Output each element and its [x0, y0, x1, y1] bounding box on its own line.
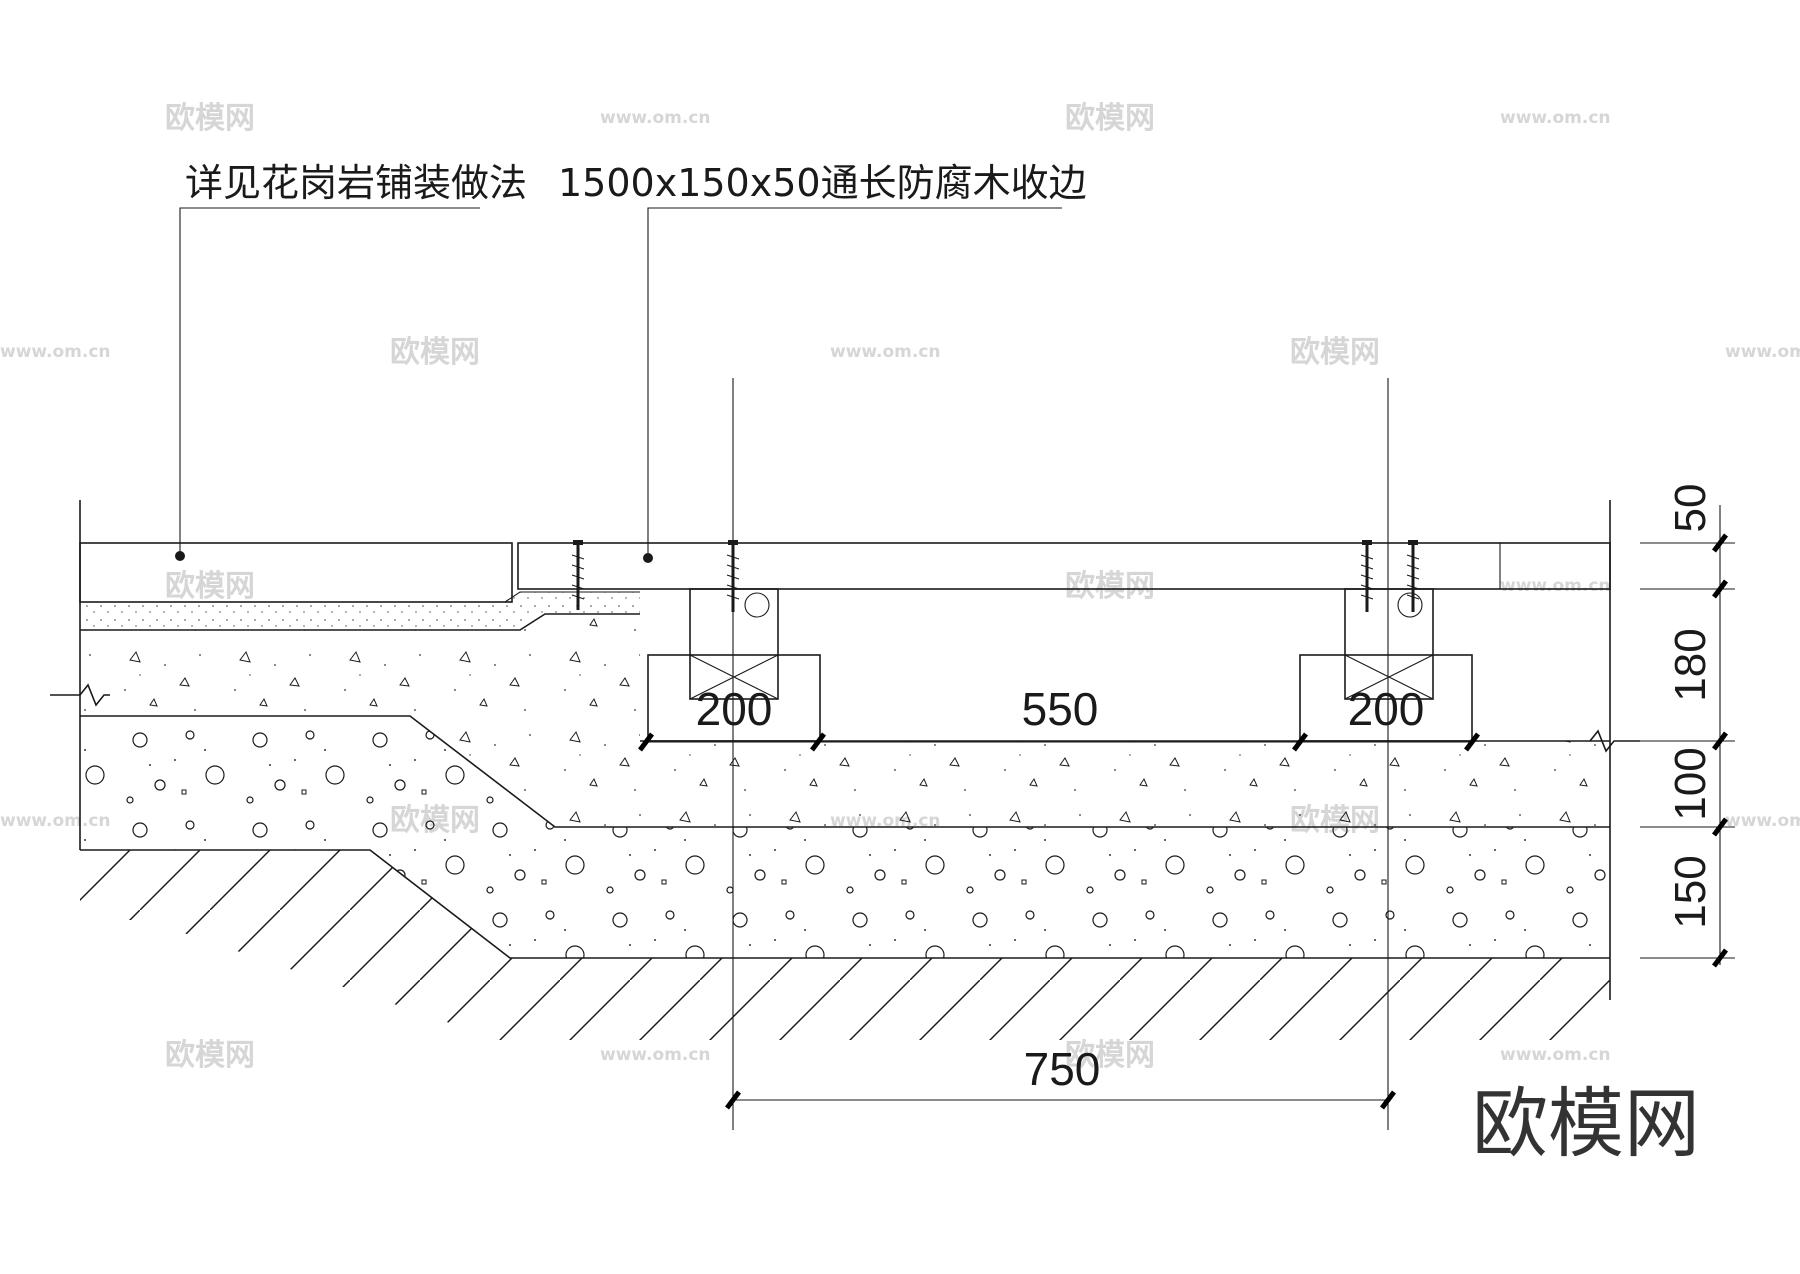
leader-granite — [175, 207, 480, 561]
watermark-site: www.om.cn — [1500, 108, 1611, 128]
left-joist-knot — [744, 592, 770, 618]
dim-550: 550 — [1022, 683, 1099, 735]
label-granite: 详见花岗岩铺装做法 — [185, 161, 527, 205]
concrete-layer — [80, 614, 1610, 827]
dimension-horizontal-top — [638, 732, 1480, 752]
left-pedestal — [647, 654, 821, 742]
watermark-site: www.om.cn — [830, 342, 941, 362]
watermark-site: www.om.cn — [600, 108, 711, 128]
leader-timber — [643, 207, 1062, 563]
right-break-mark — [1589, 729, 1640, 753]
right-pedestal — [1299, 654, 1473, 742]
screws — [571, 540, 1420, 612]
watermark-logo: 欧模网 — [1065, 101, 1155, 136]
watermark-logo: 欧模网 — [1065, 569, 1155, 604]
screw — [1406, 540, 1420, 612]
label-timber-edge: 1500x150x50通长防腐木收边 — [558, 161, 1087, 205]
dimension-vertical — [1640, 505, 1735, 968]
bedding-layer — [80, 592, 640, 630]
left-joist-cross — [689, 654, 779, 700]
watermark-logo: 欧模网 — [1290, 335, 1380, 370]
timber-deck-board — [517, 542, 1611, 590]
gravel-layer — [80, 716, 1610, 958]
right-joist — [1344, 588, 1434, 700]
dim-v-50: 50 — [1666, 484, 1715, 533]
watermark-site: www.om.cn — [0, 342, 111, 362]
dim-200-left: 200 — [696, 683, 773, 735]
dim-200-right: 200 — [1348, 683, 1425, 735]
right-joist-cross — [1344, 654, 1434, 700]
right-joist-knot — [1397, 592, 1423, 618]
granite-paving — [79, 542, 513, 603]
dim-v-180: 180 — [1666, 628, 1715, 701]
screw — [1360, 540, 1374, 612]
screw — [571, 540, 585, 610]
earth-hatch — [80, 850, 1610, 1040]
dim-750: 750 — [1024, 1043, 1101, 1095]
watermark-site: www.om.cn — [1500, 1045, 1611, 1065]
left-break-mark — [50, 683, 110, 707]
dim-v-150: 150 — [1666, 855, 1715, 928]
watermark-logo: 欧模网 — [165, 569, 255, 604]
watermark-site: www.om.cn — [1725, 811, 1800, 831]
watermark-site: www.om.cn — [1725, 342, 1800, 362]
watermark-logo: 欧模网 — [1065, 1038, 1155, 1073]
watermark-logo: 欧模网 — [165, 1038, 255, 1073]
watermark-site: www.om.cn — [600, 1045, 711, 1065]
dimension-horizontal-bottom — [725, 1090, 1396, 1110]
brand-logo: 欧模网 — [1472, 1079, 1700, 1168]
watermarks: 欧模网 www.om.cn 欧模网 www.om.cn www.om.cn 欧模… — [0, 101, 1800, 1073]
dim-v-100: 100 — [1666, 747, 1715, 820]
watermark-logo: 欧模网 — [390, 335, 480, 370]
watermark-logo: 欧模网 — [165, 101, 255, 136]
watermark-site: www.om.cn — [1500, 576, 1611, 596]
